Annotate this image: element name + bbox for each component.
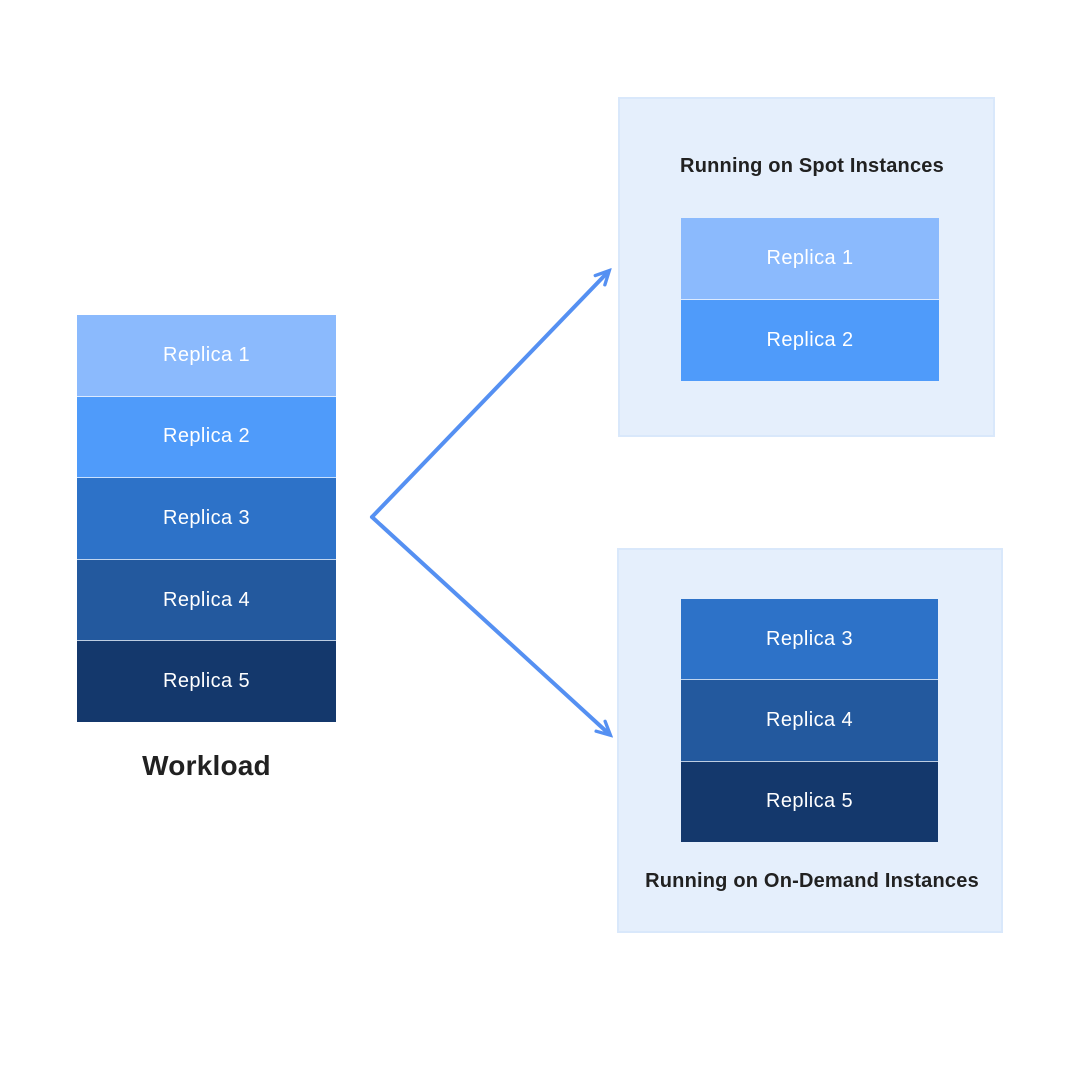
spot-panel-title: Running on Spot Instances (680, 155, 944, 177)
workload-replica-5: Replica 5 (77, 641, 336, 722)
ondemand-replica-5: Replica 5 (681, 761, 938, 842)
arrow-to-spot (370, 273, 607, 519)
replica-label: Replica 3 (766, 627, 853, 650)
replica-label: Replica 5 (163, 670, 250, 693)
spot-replica-1: Replica 1 (681, 218, 939, 300)
ondemand-replica-3: Replica 3 (681, 599, 938, 681)
arrow-to-ondemand (370, 515, 608, 733)
workload-replica-2: Replica 2 (77, 396, 336, 479)
replica-label: Replica 1 (766, 247, 854, 269)
replica-label: Replica 3 (163, 506, 250, 529)
ondemand-instances-panel: Replica 3 Replica 4 Replica 5 Running on… (617, 548, 1003, 933)
workload-replica-4: Replica 4 (77, 559, 336, 642)
ondemand-panel-title: Running on On-Demand Instances (645, 870, 979, 892)
spot-replica-stack: Replica 1 Replica 2 (681, 218, 939, 381)
replica-label: Replica 1 (163, 343, 250, 366)
replica-label: Replica 5 (766, 790, 853, 813)
replica-label: Replica 4 (766, 708, 853, 731)
ondemand-replica-stack: Replica 3 Replica 4 Replica 5 (681, 599, 938, 842)
workload-replica-3: Replica 3 (77, 478, 336, 560)
workload-stack: Replica 1 Replica 2 Replica 3 Replica 4 … (77, 315, 336, 722)
replica-label: Replica 4 (163, 588, 250, 611)
replica-label: Replica 2 (163, 425, 250, 448)
ondemand-replica-4: Replica 4 (681, 680, 938, 762)
workload-title: Workload (142, 750, 271, 781)
replica-label: Replica 2 (766, 329, 854, 351)
workload-replica-1: Replica 1 (77, 315, 336, 397)
spot-instances-panel: Running on Spot Instances Replica 1 Repl… (618, 97, 995, 437)
spot-replica-2: Replica 2 (681, 300, 939, 381)
